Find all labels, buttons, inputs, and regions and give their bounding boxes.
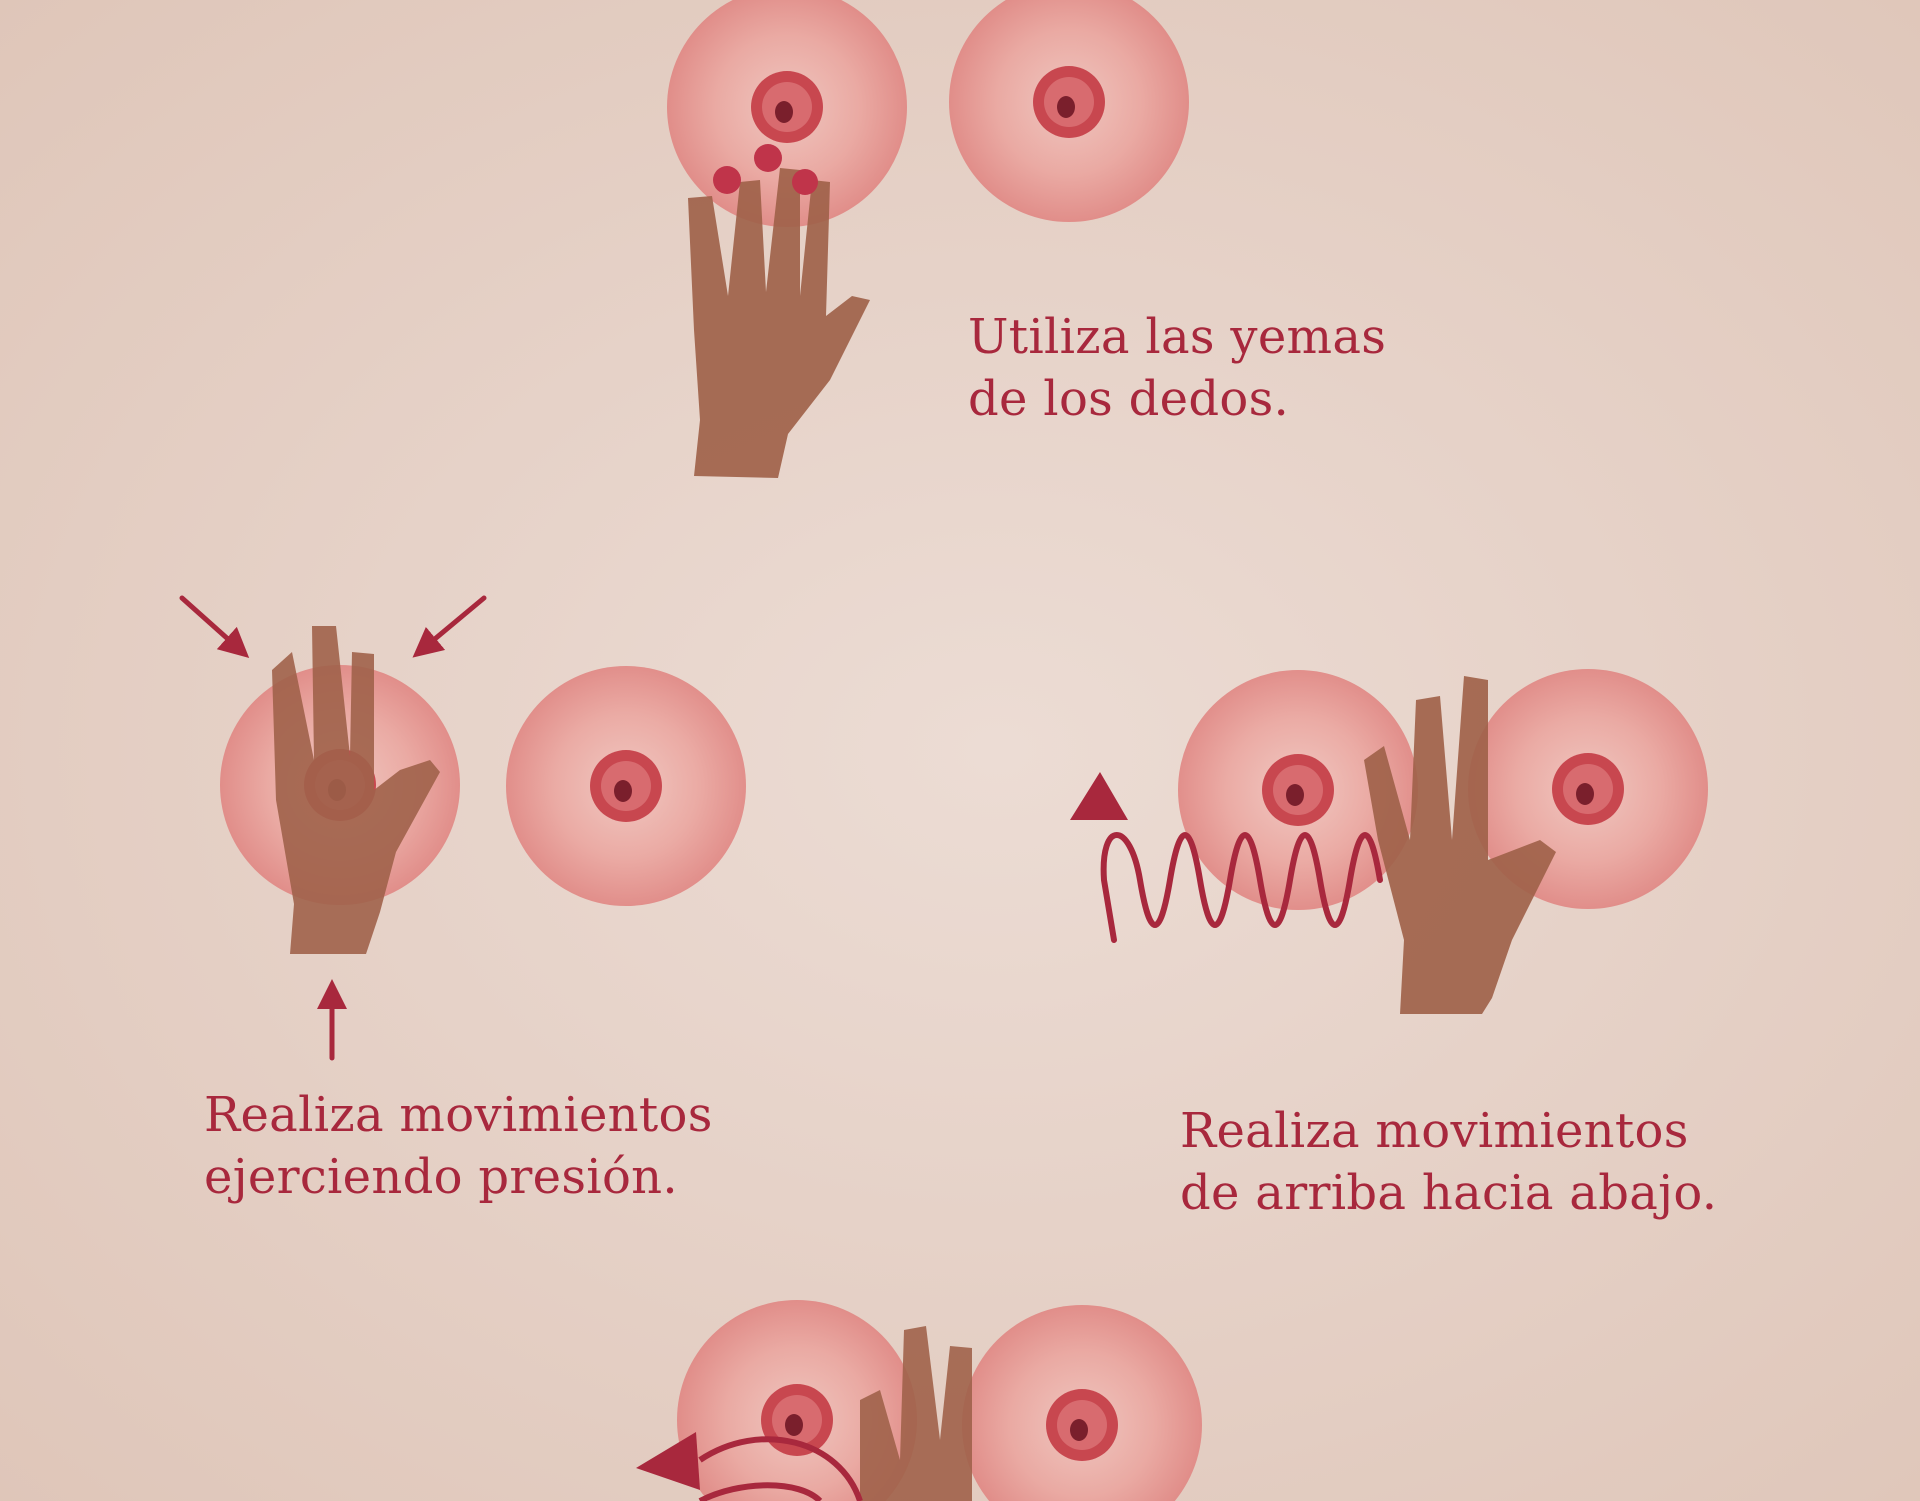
right-breast: [962, 1305, 1202, 1501]
step-2-caption: Realiza movimientos ejerciendo presión.: [204, 1084, 713, 1208]
caption-line: de arriba hacia abajo.: [1180, 1165, 1718, 1221]
step-1-caption: Utiliza las yemas de los dedos.: [968, 306, 1386, 430]
circular-arrow-icon: [636, 1432, 863, 1501]
step-3-caption: Realiza movimientos de arriba hacia abaj…: [1180, 1100, 1717, 1224]
step-1-illustration: [667, 0, 1189, 478]
pressure-arrows-icon: [179, 595, 487, 1061]
fingertips-hand-icon: [688, 144, 870, 478]
step-3-illustration: [1070, 669, 1708, 1014]
caption-line: Utiliza las yemas: [968, 309, 1387, 365]
hand-icon: [860, 1326, 972, 1501]
right-breast: [949, 0, 1189, 222]
raised-hand-icon: [1364, 676, 1556, 1014]
flat-hand-icon: [272, 626, 440, 954]
wave-arrow-icon: [1100, 832, 1383, 943]
step-4-illustration: [636, 1300, 1202, 1501]
caption-line: Realiza movimientos: [1180, 1103, 1689, 1159]
caption-line: ejerciendo presión.: [204, 1149, 678, 1205]
right-breast: [506, 666, 746, 906]
caption-line: de los dedos.: [968, 371, 1290, 427]
step-2-illustration: [179, 595, 746, 1061]
caption-line: Realiza movimientos: [204, 1087, 713, 1143]
